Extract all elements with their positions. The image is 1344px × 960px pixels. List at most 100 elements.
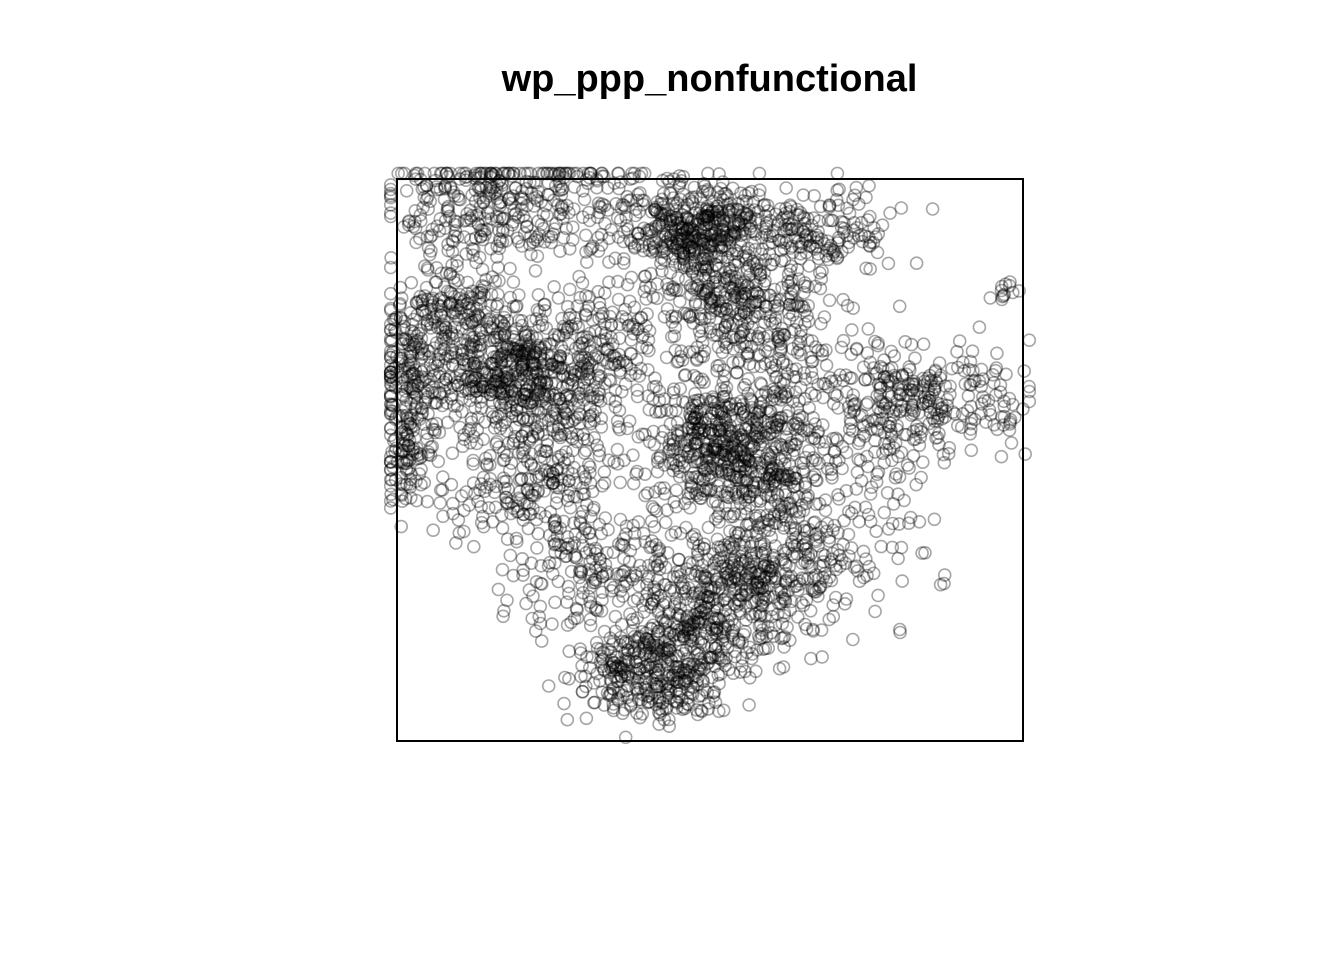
- data-point: [490, 374, 504, 389]
- data-point: [420, 432, 435, 447]
- data-point: [487, 350, 501, 364]
- data-point: [690, 261, 705, 276]
- data-point: [516, 411, 530, 426]
- data-point: [750, 294, 765, 308]
- data-point: [511, 288, 526, 302]
- data-point: [554, 399, 569, 414]
- data-point: [679, 238, 694, 252]
- data-point: [770, 330, 785, 345]
- data-point: [469, 313, 483, 327]
- data-point: [669, 458, 684, 473]
- data-point: [1004, 436, 1019, 450]
- data-point: [525, 372, 540, 387]
- data-point: [785, 282, 800, 296]
- data-point: [428, 395, 443, 410]
- data-point: [547, 392, 562, 407]
- data-point: [587, 430, 602, 445]
- data-point: [578, 288, 593, 303]
- data-point: [669, 309, 684, 324]
- data-point: [701, 279, 716, 294]
- data-point: [575, 210, 590, 224]
- data-point: [403, 345, 417, 359]
- data-point: [785, 308, 800, 322]
- data-point: [728, 332, 743, 347]
- data-point: [455, 352, 470, 367]
- data-point: [504, 384, 519, 399]
- data-point: [463, 421, 478, 436]
- data-point: [539, 377, 553, 391]
- data-point: [427, 341, 441, 355]
- data-point: [782, 297, 797, 312]
- data-point: [505, 383, 519, 398]
- data-point: [674, 228, 689, 243]
- data-point: [469, 384, 483, 399]
- data-point: [661, 281, 676, 296]
- data-point: [1017, 364, 1031, 378]
- data-point: [658, 515, 673, 530]
- data-point: [771, 233, 786, 248]
- data-point: [624, 270, 639, 285]
- data-point: [533, 375, 548, 389]
- data-point: [737, 305, 752, 320]
- data-point: [687, 244, 702, 259]
- data-point: [750, 286, 764, 300]
- data-point: [513, 344, 527, 359]
- data-point: [752, 448, 766, 463]
- data-point: [727, 225, 742, 239]
- data-point: [530, 338, 545, 353]
- data-point: [738, 245, 753, 260]
- data-point: [472, 292, 487, 307]
- data-point: [742, 328, 757, 343]
- data-point: [476, 432, 491, 447]
- data-point: [553, 430, 568, 445]
- data-point: [682, 244, 697, 258]
- data-point: [737, 274, 752, 289]
- data-point: [537, 390, 552, 404]
- data-point: [495, 562, 510, 577]
- data-point: [553, 350, 568, 365]
- data-point: [682, 345, 697, 359]
- data-point: [772, 293, 787, 308]
- data-point: [830, 166, 845, 181]
- data-point: [461, 423, 476, 438]
- data-point: [870, 245, 885, 260]
- data-point: [545, 617, 559, 631]
- data-point: [684, 227, 699, 242]
- data-point: [674, 245, 688, 259]
- data-point: [440, 349, 455, 363]
- data-point: [649, 235, 663, 249]
- data-point: [649, 204, 664, 219]
- data-point: [523, 337, 537, 352]
- data-point: [521, 410, 535, 425]
- data-point: [696, 251, 711, 265]
- data-point: [548, 406, 562, 420]
- data-point: [458, 333, 473, 348]
- data-point: [539, 444, 554, 459]
- data-point: [711, 213, 726, 227]
- data-point: [655, 192, 669, 207]
- data-point: [495, 418, 509, 433]
- data-point: [608, 251, 623, 266]
- data-point: [517, 347, 532, 362]
- data-point: [781, 305, 796, 320]
- data-point: [1018, 447, 1032, 461]
- data-point: [646, 236, 660, 250]
- data-point: [704, 205, 719, 220]
- data-point: [509, 338, 524, 352]
- data-point: [759, 299, 773, 314]
- data-point: [752, 166, 767, 181]
- data-point: [526, 381, 540, 396]
- data-point: [688, 190, 703, 204]
- data-point: [477, 362, 492, 377]
- data-point: [491, 582, 506, 597]
- data-point: [507, 392, 522, 407]
- data-point: [715, 219, 730, 233]
- data-point: [525, 355, 540, 369]
- data-point: [700, 199, 715, 214]
- data-point: [432, 385, 447, 400]
- data-point: [677, 204, 692, 219]
- data-point: [859, 190, 873, 205]
- data-point: [500, 384, 515, 399]
- data-point: [735, 323, 750, 338]
- data-point: [777, 328, 792, 342]
